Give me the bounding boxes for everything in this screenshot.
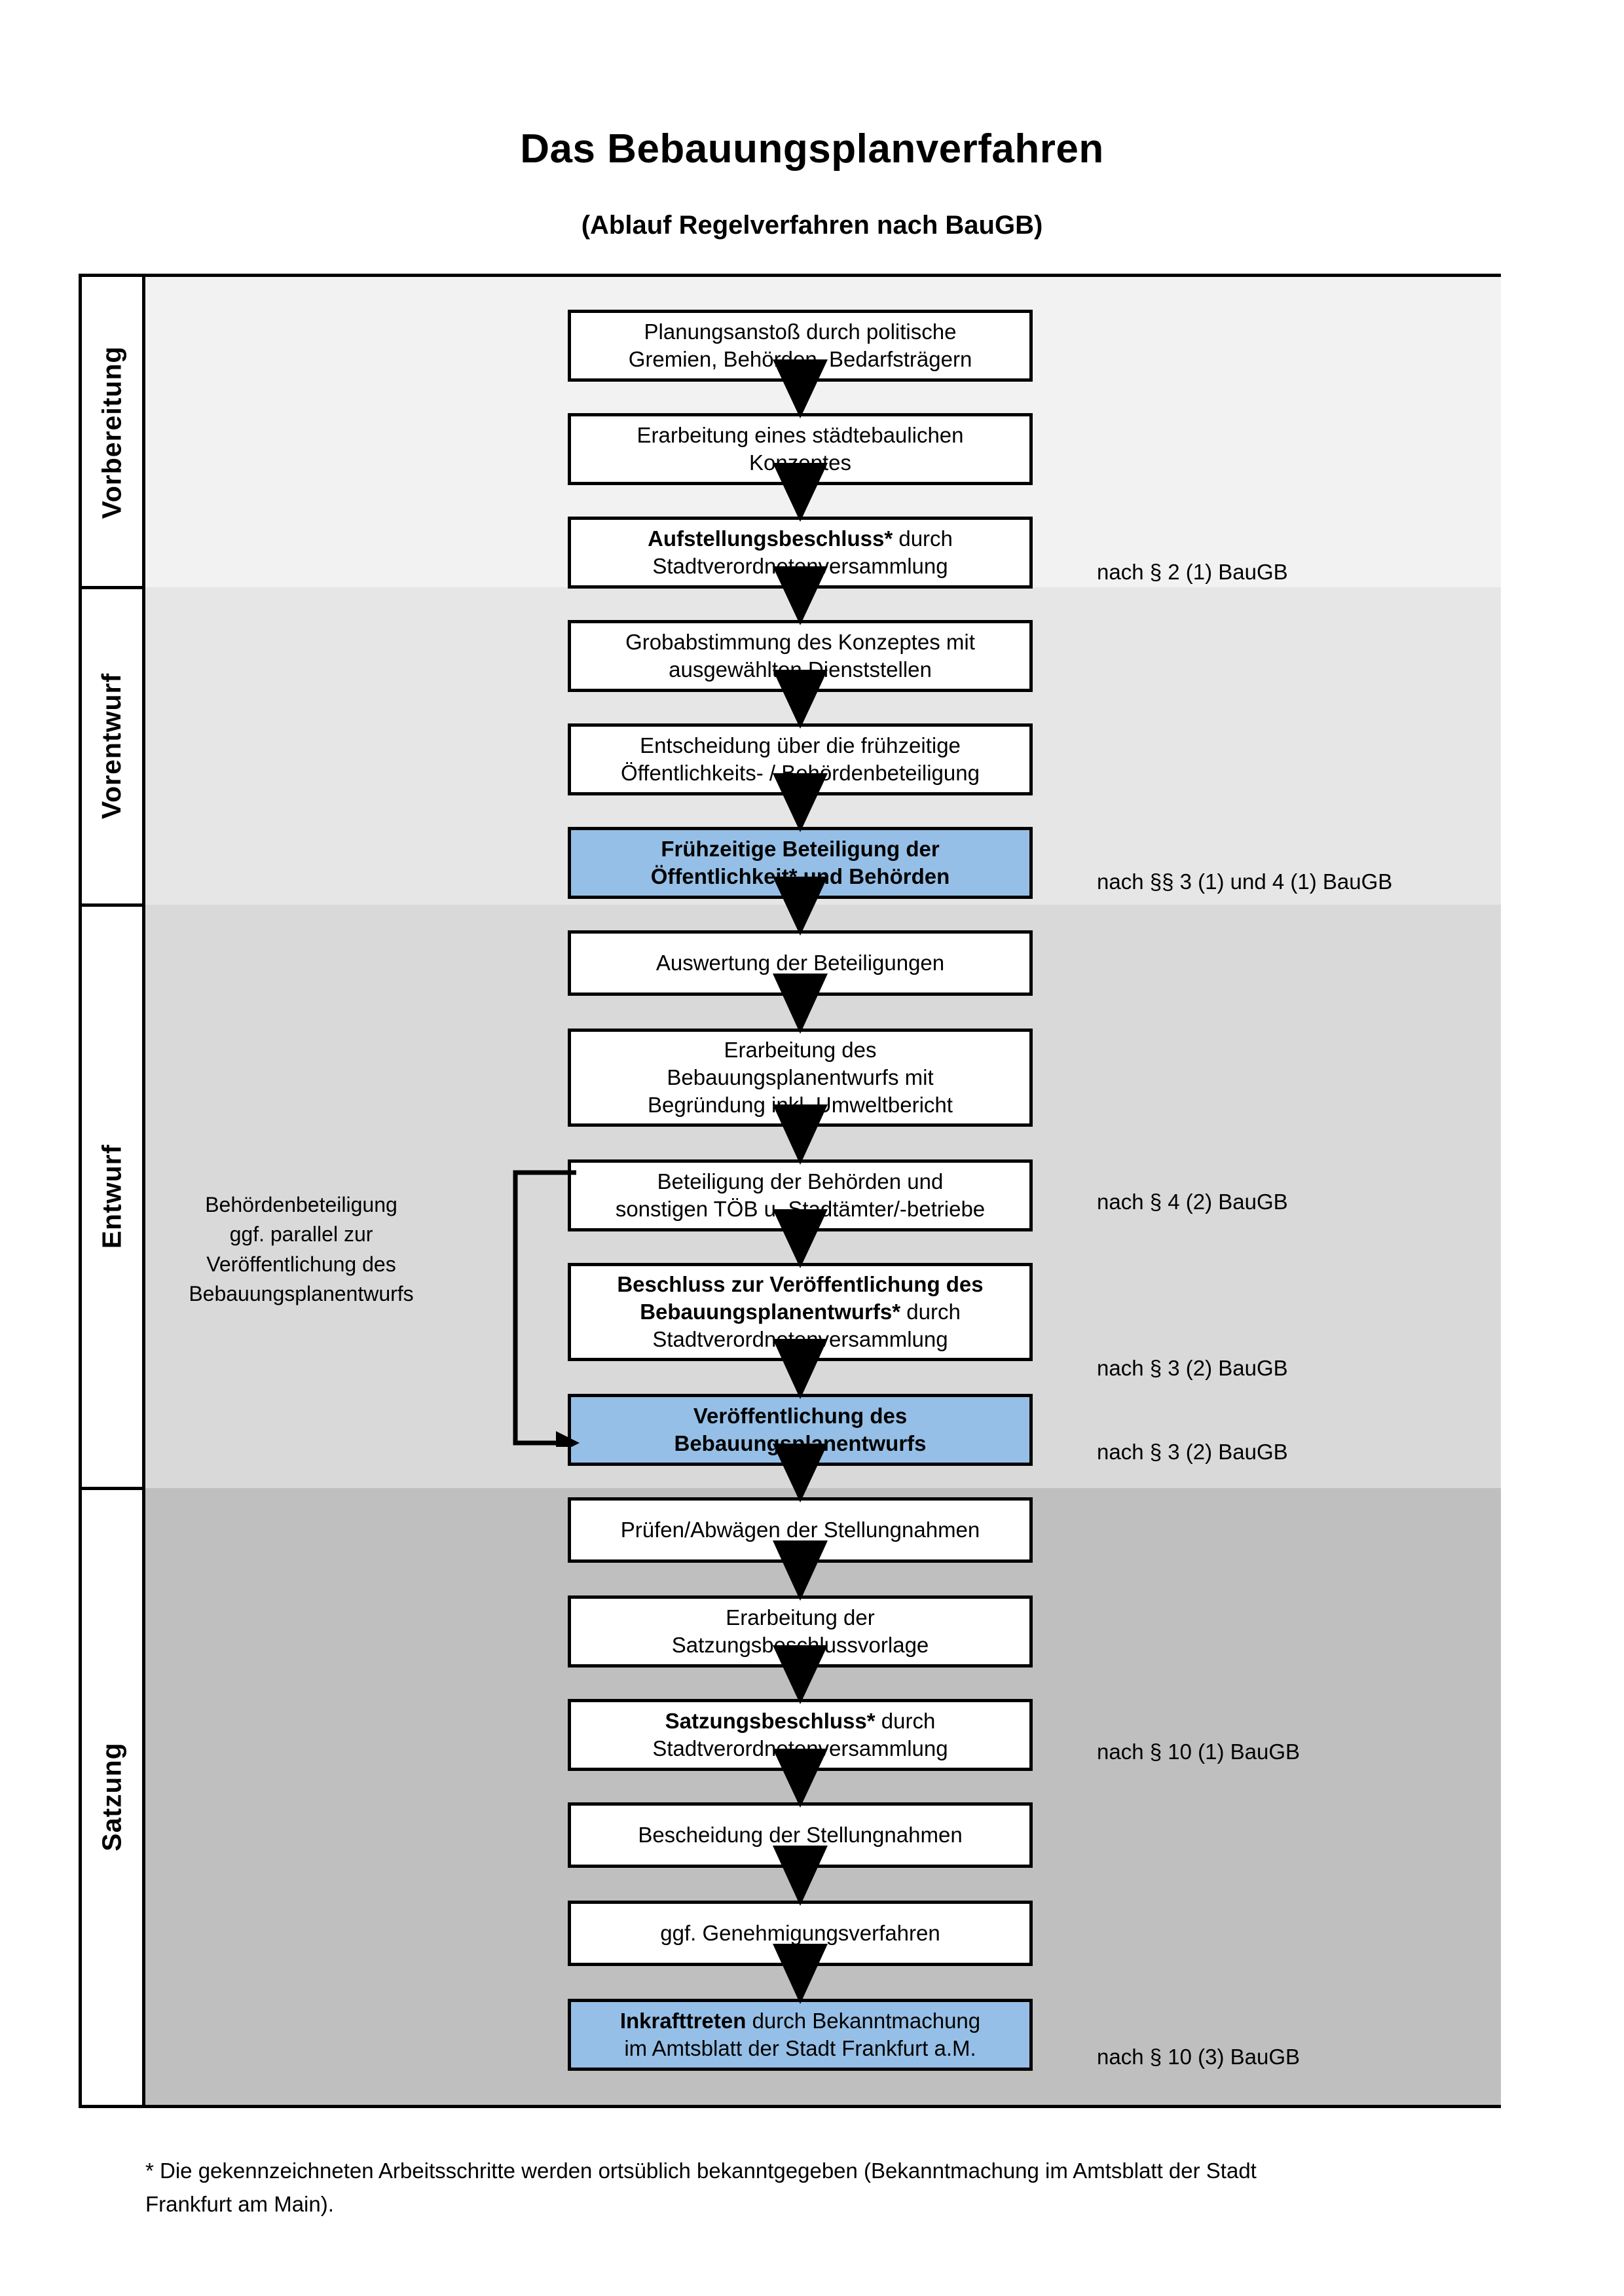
step-line: Inkrafttreten durch Bekanntmachung bbox=[619, 2008, 981, 2033]
flow-arrow-beteiligung-behoerden-toeb-to-beschluss-veroeffentlichung bbox=[773, 1209, 828, 1268]
flow-arrow-planungsanstoss-to-staedtebauliches-konzept bbox=[773, 359, 828, 418]
phase-label-satzung: Satzung bbox=[82, 1488, 142, 2105]
flow-arrow-satzungsbeschluss-to-bescheidung-stellungnahmen bbox=[773, 1749, 828, 1808]
process-step-inkrafttreten: Inkrafttreten durch Bekanntmachung im Amt… bbox=[568, 1999, 1033, 2071]
step-line: ggf. Genehmigungsverfahren bbox=[660, 1920, 940, 1945]
flow-arrow-bescheidung-stellungnahmen-to-genehmigungsverfahren bbox=[773, 1846, 828, 1906]
legal-note-note-par3-4: nach §§ 3 (1) und 4 (1) BauGB bbox=[1097, 869, 1393, 894]
legal-note-note-par3-2b: nach § 3 (2) BauGB bbox=[1097, 1440, 1288, 1464]
step-line: Planungsanstoß durch politische bbox=[644, 319, 957, 344]
flow-arrow-grobabstimmung-to-entscheidung-fruehzeitige-beteiligung bbox=[773, 670, 828, 729]
legal-note-note-par10-1: nach § 10 (1) BauGB bbox=[1097, 1740, 1301, 1764]
footnote-line: * Die gekennzeichneten Arbeitsschritte w… bbox=[145, 2159, 1257, 2183]
phase-label-entwurf: Entwurf bbox=[82, 905, 142, 1488]
flow-arrow-staedtebauliches-konzept-to-aufstellungsbeschluss bbox=[773, 463, 828, 522]
flow-arrow-pruefen-abwaegen-to-satzungsbeschlussvorlage bbox=[773, 1540, 828, 1601]
phase-label-text: Entwurf bbox=[96, 1144, 127, 1249]
flow-arrow-erarbeitung-bebauungsplanentwurf-to-beteiligung-behoerden-toeb bbox=[773, 1104, 828, 1165]
footnote: * Die gekennzeichneten Arbeitsschritte w… bbox=[145, 2154, 1501, 2221]
step-line: Beteiligung der Behörden und bbox=[657, 1169, 944, 1194]
legal-note-note-par2-1: nach § 2 (1) BauGB bbox=[1097, 560, 1288, 584]
process-step-auswertung-beteiligungen: Auswertung der Beteiligungen bbox=[568, 930, 1033, 996]
flow-arrow-satzungsbeschlussvorlage-to-satzungsbeschluss bbox=[773, 1645, 828, 1704]
phase-label-text: Satzung bbox=[96, 1741, 127, 1851]
phase-label-text: Vorentwurf bbox=[96, 672, 127, 820]
step-line: Beschluss zur Veröffentlichung des bbox=[617, 1271, 984, 1296]
side-note-line: Bebauungsplanentwurfs bbox=[189, 1282, 414, 1306]
step-line: Erarbeitung eines städtebaulichen bbox=[637, 422, 964, 447]
step-line: im Amtsblatt der Stadt Frankfurt a.M. bbox=[624, 2036, 976, 2060]
step-line: Erarbeitung der bbox=[726, 1605, 875, 1630]
footnote-line: Frankfurt am Main). bbox=[145, 2192, 334, 2217]
step-line: Bescheidung der Stellungnahmen bbox=[638, 1822, 963, 1847]
phase-divider bbox=[82, 903, 145, 907]
phase-label-vorentwurf: Vorentwurf bbox=[82, 587, 142, 905]
step-line: Prüfen/Abwägen der Stellungnahmen bbox=[620, 1517, 980, 1542]
step-line: Erarbeitung des bbox=[724, 1037, 877, 1062]
phase-label-text: Vorbereitung bbox=[96, 345, 127, 519]
step-line: Entscheidung über die frühzeitige bbox=[640, 733, 961, 757]
step-line: Veröffentlichung des bbox=[693, 1403, 908, 1428]
step-line: Auswertung der Beteiligungen bbox=[655, 950, 945, 975]
page-subtitle: (Ablauf Regelverfahren nach BauGB) bbox=[581, 211, 1043, 240]
flow-arrow-veroeffentlichung-entwurf-to-pruefen-abwaegen bbox=[773, 1444, 828, 1503]
step-line: Satzungsbeschluss* durch bbox=[665, 1708, 936, 1733]
step-line: Aufstellungsbeschluss* durch bbox=[648, 526, 953, 551]
phase-divider bbox=[82, 1487, 145, 1490]
phase-label-vorbereitung: Vorbereitung bbox=[82, 277, 142, 587]
flow-arrow-genehmigungsverfahren-to-inkrafttreten bbox=[773, 1944, 828, 2004]
step-line: Frühzeitige Beteiligung der bbox=[661, 836, 940, 861]
phase-divider bbox=[82, 586, 145, 589]
page-title: Das Bebauungsplanverfahren bbox=[520, 126, 1104, 172]
flow-arrow-beschluss-veroeffentlichung-to-veroeffentlichung-entwurf bbox=[773, 1339, 828, 1399]
side-note-line: ggf. parallel zur bbox=[229, 1222, 373, 1247]
parallel-branch-connector bbox=[513, 1170, 580, 1447]
legal-note-note-par4-2: nach § 4 (2) BauGB bbox=[1097, 1190, 1288, 1214]
flow-arrow-entscheidung-fruehzeitige-beteiligung-to-fruehzeitige-beteiligung bbox=[773, 773, 828, 832]
side-note-line: Veröffentlichung des bbox=[206, 1252, 396, 1276]
step-line: Bebauungsplanentwurfs mit bbox=[667, 1065, 934, 1089]
flow-arrow-aufstellungsbeschluss-to-grobabstimmung bbox=[773, 566, 828, 625]
step-line: Bebauungsplanentwurfs* durch bbox=[640, 1299, 961, 1324]
flow-arrow-auswertung-beteiligungen-to-erarbeitung-bebauungsplanentwurf bbox=[773, 974, 828, 1034]
flow-arrow-fruehzeitige-beteiligung-to-auswertung-beteiligungen bbox=[773, 877, 828, 936]
side-note-line: Behördenbeteiligung bbox=[205, 1193, 397, 1216]
legal-note-note-par10-3: nach § 10 (3) BauGB bbox=[1097, 2045, 1301, 2069]
step-line: Grobabstimmung des Konzeptes mit bbox=[625, 629, 975, 654]
legal-note-note-par3-2a: nach § 3 (2) BauGB bbox=[1097, 1356, 1288, 1380]
